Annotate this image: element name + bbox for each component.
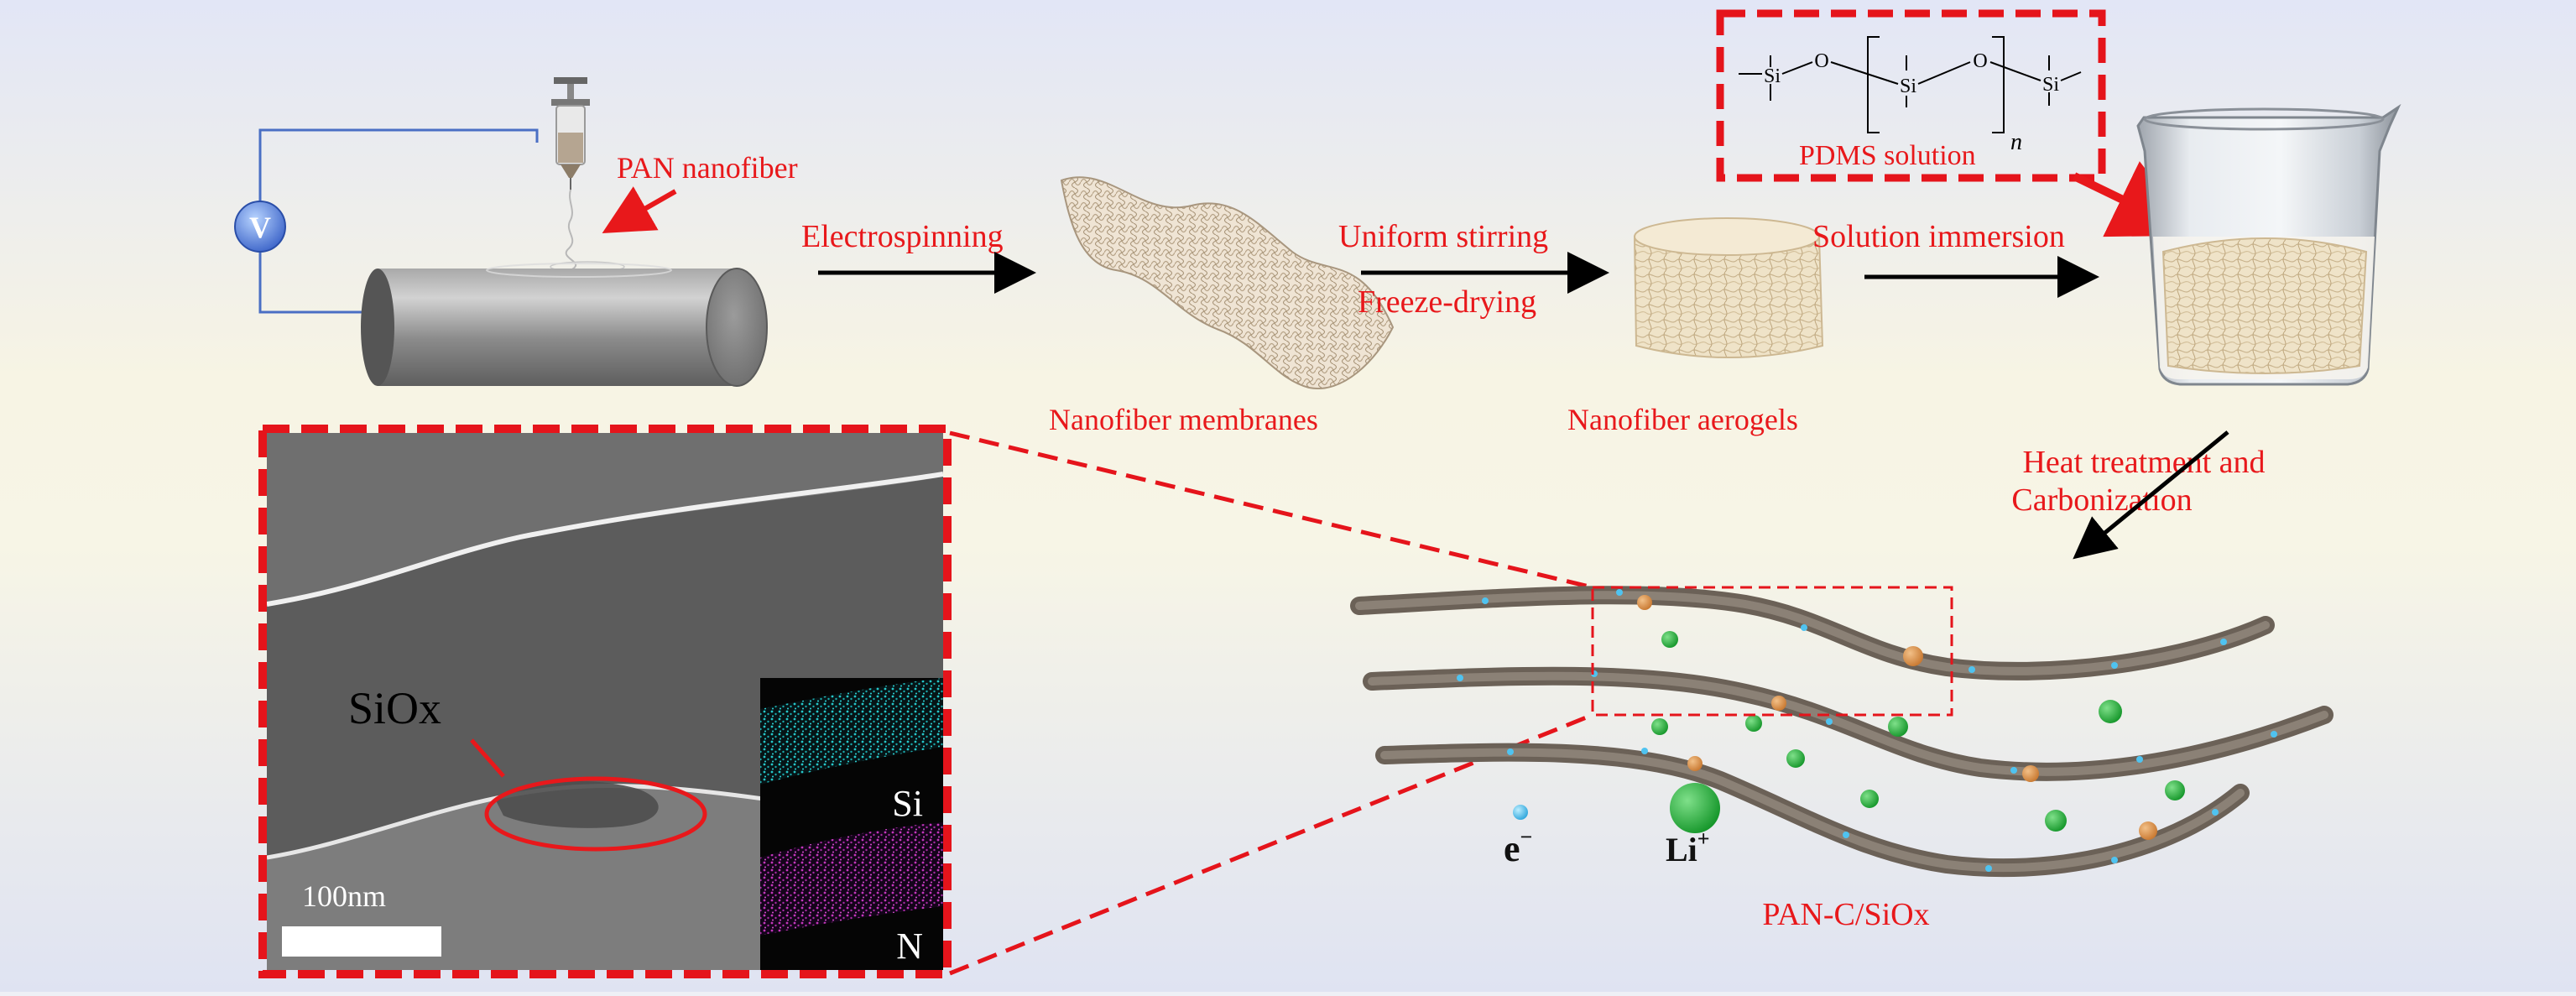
voltmeter-symbol: V — [249, 211, 271, 244]
siox-pointer — [470, 738, 505, 778]
tem-panel: Si N SiOx 100nm — [258, 425, 952, 978]
scale-bar-label: 100nm — [302, 879, 386, 913]
siox-particles — [1637, 595, 2157, 840]
carbonization-arrow — [2073, 430, 2229, 560]
pdms-bonds — [1739, 36, 2082, 133]
circuit-wire-bottom — [258, 237, 378, 314]
pdms-si-1: Si — [1764, 65, 1781, 87]
pan-nanofiber-label: PAN nanofiber — [617, 151, 798, 185]
n-map-label: N — [896, 926, 923, 967]
electrospinning-label: Electrospinning — [801, 219, 1004, 254]
nanofiber-aerogel-icon — [1633, 217, 1824, 358]
nanofiber-aerogels-label: Nanofiber aerogels — [1567, 403, 1798, 436]
siox-highlight-ellipse — [484, 776, 707, 852]
lithium-legend-icon — [1670, 783, 1720, 833]
scale-bar — [282, 926, 441, 957]
pdms-repeat-n: n — [2010, 129, 2022, 155]
lithium-ions — [1651, 631, 2185, 832]
pdms-solution-label: PDMS solution — [1799, 140, 1976, 171]
collector-drum — [361, 263, 768, 387]
zoom-line-top — [949, 430, 1593, 590]
solution-immersion-label: Solution immersion — [1812, 219, 2065, 254]
beaker-icon — [2136, 103, 2401, 386]
zoom-rectangle — [1591, 586, 1953, 717]
pdms-o-1: O — [1814, 50, 1828, 72]
electron-legend-label: e− — [1504, 825, 1532, 869]
electrospinning-setup: V PAN nanofiber — [234, 77, 798, 387]
nanofiber-membranes-label: Nanofiber membranes — [1049, 403, 1318, 436]
circuit-wire-top — [258, 128, 539, 220]
pdms-si-2: Si — [1900, 76, 1916, 97]
pdms-o-2: O — [1973, 50, 1987, 72]
carbon-fibers — [1350, 586, 2334, 878]
syringe-icon — [551, 77, 590, 190]
uniform-stirring-label: Uniform stirring — [1338, 219, 1548, 254]
lithium-legend-label: Li+ — [1666, 827, 1710, 868]
carbonization-label: Carbonization — [2011, 482, 2192, 518]
heat-treatment-label: Heat treatment and — [2022, 445, 2265, 480]
si-map — [760, 678, 943, 785]
electron-legend-icon — [1513, 805, 1528, 820]
legend: e− Li+ — [1504, 783, 1720, 869]
pdms-frame — [1716, 9, 2106, 182]
product-label: PAN-C/SiOx — [1762, 897, 1929, 932]
n-map — [760, 822, 943, 936]
pdms-si-3: Si — [2042, 74, 2059, 96]
tem-frame — [258, 425, 952, 978]
pan-pointer-arrow — [602, 186, 677, 233]
freeze-drying-label: Freeze-drying — [1358, 284, 1536, 320]
siox-label: SiOx — [348, 683, 441, 733]
si-map-label: Si — [892, 783, 923, 824]
nanofiber-membrane-icon — [1060, 176, 1395, 390]
electron-dots — [1457, 589, 2277, 872]
voltmeter-icon: V — [234, 201, 286, 253]
